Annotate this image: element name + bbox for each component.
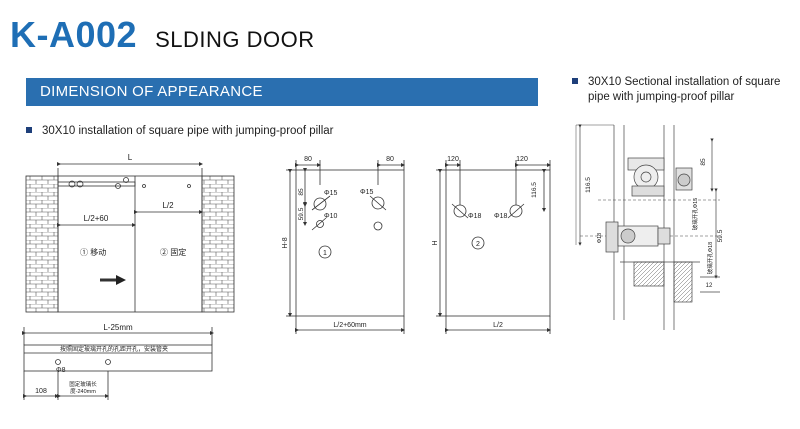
label-phi15-right: Φ15 [360, 189, 373, 196]
main-caption: 30X10 installation of square pipe with j… [26, 124, 334, 139]
roller-wheel-icon [633, 164, 659, 190]
label-phi18-right: Φ18 [494, 213, 507, 220]
install-note: 按照固定玻璃开孔的孔距开孔，安装管夹 [60, 345, 168, 353]
main-caption-text: 30X10 installation of square pipe with j… [42, 125, 334, 137]
drawing-4-labels: 116.5 85 59.5 玻璃开孔Φ15 Φ18 玻璃开孔Φ18 12 [585, 158, 724, 289]
hole-phi8: Φ8 [56, 367, 66, 374]
drawing-1-labels: L L/2+60 L/2 ① 移动 ② 固定 L-25mm 按照固定玻璃开孔的孔… [35, 153, 186, 395]
dim-H-8: H-8 [282, 237, 289, 248]
side-caption: 30X10 Sectional installation of square p… [572, 75, 780, 105]
dim-H: H [432, 240, 439, 245]
dim-L: L [128, 153, 133, 162]
hole-phi10-icon [316, 220, 324, 228]
dim-L2-bottom: L/2 [493, 322, 503, 329]
dim-85: 85 [298, 188, 305, 196]
drawing-2-labels: 80 80 85 59.5 Φ15 Φ15 Φ10 1 H-8 L/2+60mm [282, 156, 394, 329]
hole-icon [142, 184, 146, 188]
door-frame [57, 175, 203, 313]
top-rail [57, 181, 136, 187]
page-title: K-A002 SLDING DOOR [10, 14, 315, 58]
drawing-3-panel [436, 160, 551, 334]
dim-59-5: 59.5 [298, 207, 305, 220]
label-phi10: Φ10 [324, 213, 337, 220]
dim-80-right: 80 [386, 156, 394, 163]
label-phi15-left: Φ15 [324, 190, 337, 197]
drawing-4-section [575, 124, 720, 330]
glass-panel-2 [445, 169, 551, 317]
hole-phi18-icon [453, 204, 467, 218]
hole-icon [55, 359, 61, 365]
dim-116-5: 116.5 [531, 182, 538, 198]
panel-number-badge [318, 245, 332, 259]
hole-phi15-icon [313, 197, 327, 211]
hole-icon [105, 359, 111, 365]
bullet-square-icon [572, 77, 578, 84]
panel-number: 1 [323, 250, 327, 257]
fixed-glass-length-1: 固定玻璃长 [69, 380, 97, 388]
dim-116-5-section: 116.5 [585, 177, 592, 193]
roller-icon [68, 180, 76, 188]
dim-L2-60mm: L/2+60mm [333, 322, 366, 329]
bottom-rail-profile [23, 344, 213, 372]
hole-phi15-icon [371, 196, 385, 210]
section-banner: DIMENSION OF APPEARANCE [26, 78, 538, 106]
hole-icon [115, 183, 121, 189]
side-caption-line2: pipe with jumping-proof pillar [588, 91, 735, 103]
move-label: ① 移动 [80, 247, 106, 257]
hole-icon [123, 177, 129, 183]
dim-120-left: 120 [447, 156, 459, 163]
roller-icon [76, 180, 84, 188]
dim-80-left: 80 [304, 156, 312, 163]
label-phi18-left: Φ18 [468, 213, 481, 220]
drawing-3-labels: 120 120 116.5 Φ18 Φ18 2 H L/2 [432, 156, 538, 329]
dim-12: 12 [706, 283, 713, 289]
fixed-glass-length-2: 度-240mm [70, 387, 96, 395]
left-wall [25, 175, 59, 313]
dim-108: 108 [35, 388, 47, 395]
product-name: SLDING DOOR [155, 27, 315, 52]
dim-L2: L/2 [162, 201, 174, 210]
drawing-1-elevation [22, 162, 235, 400]
bullet-square-icon [26, 126, 32, 133]
glass-panel-1 [295, 169, 405, 317]
panel-number-badge [471, 236, 485, 250]
panel-number: 2 [476, 241, 480, 248]
label-phi18-section: Φ18 [597, 233, 603, 244]
dim-120-right: 120 [516, 156, 528, 163]
hole-icon [187, 184, 191, 188]
pillar-bolt [605, 221, 619, 253]
side-caption-line1: 30X10 Sectional installation of square [588, 76, 781, 88]
label-phi18-glass: 玻璃开孔Φ18 [706, 242, 714, 275]
fixed-label: ② 固定 [160, 247, 186, 257]
dim-L2-60: L/2+60 [84, 214, 109, 223]
right-wall [201, 175, 235, 313]
dim-85-section: 85 [700, 158, 707, 166]
hole-icon [373, 221, 383, 231]
drawing-2-panel [286, 160, 405, 334]
floor-guide [633, 261, 665, 287]
dim-L25: L-25mm [103, 323, 133, 332]
label-phi15-section: 玻璃开孔Φ15 [691, 198, 699, 231]
dim-59-5-section: 59.5 [717, 229, 724, 242]
hole-phi18-icon [509, 204, 523, 218]
model-number: K-A002 [10, 14, 138, 55]
